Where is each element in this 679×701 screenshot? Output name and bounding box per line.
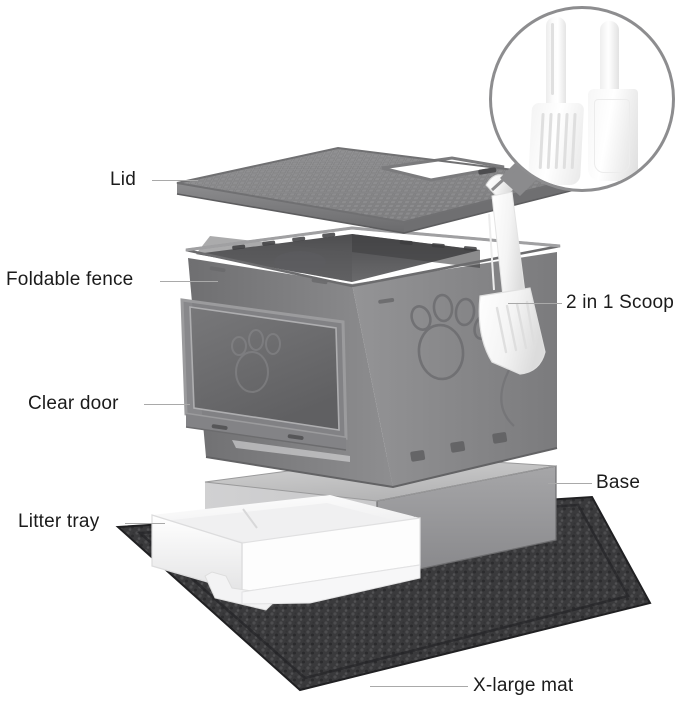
leader-line-lid [152,180,198,182]
magnifier-circle [489,6,675,192]
solid-scoop-icon [588,21,638,181]
leader-line-base [548,483,592,485]
lid-panel-icon [176,146,579,234]
callout-label-fence: Foldable fence [6,269,134,290]
scoop-icon [478,174,546,375]
callout-label-lid: Lid [110,169,136,190]
callout-label-tray: Litter tray [18,511,100,532]
callout-label-base: Base [596,472,641,493]
leader-line-scoop [508,303,562,305]
callout-label-scoop: 2 in 1 Scoop [566,292,675,313]
leader-line-tray [125,523,165,525]
callout-label-door: Clear door [28,393,119,414]
leader-line-fence [160,281,218,283]
litter-tray-icon [151,495,421,611]
callout-label-mat: X-large mat [473,675,574,696]
clear-door-icon [180,298,350,462]
leader-line-mat [370,686,468,688]
leader-line-door [144,404,190,406]
slotted-scoop-icon [527,17,585,185]
